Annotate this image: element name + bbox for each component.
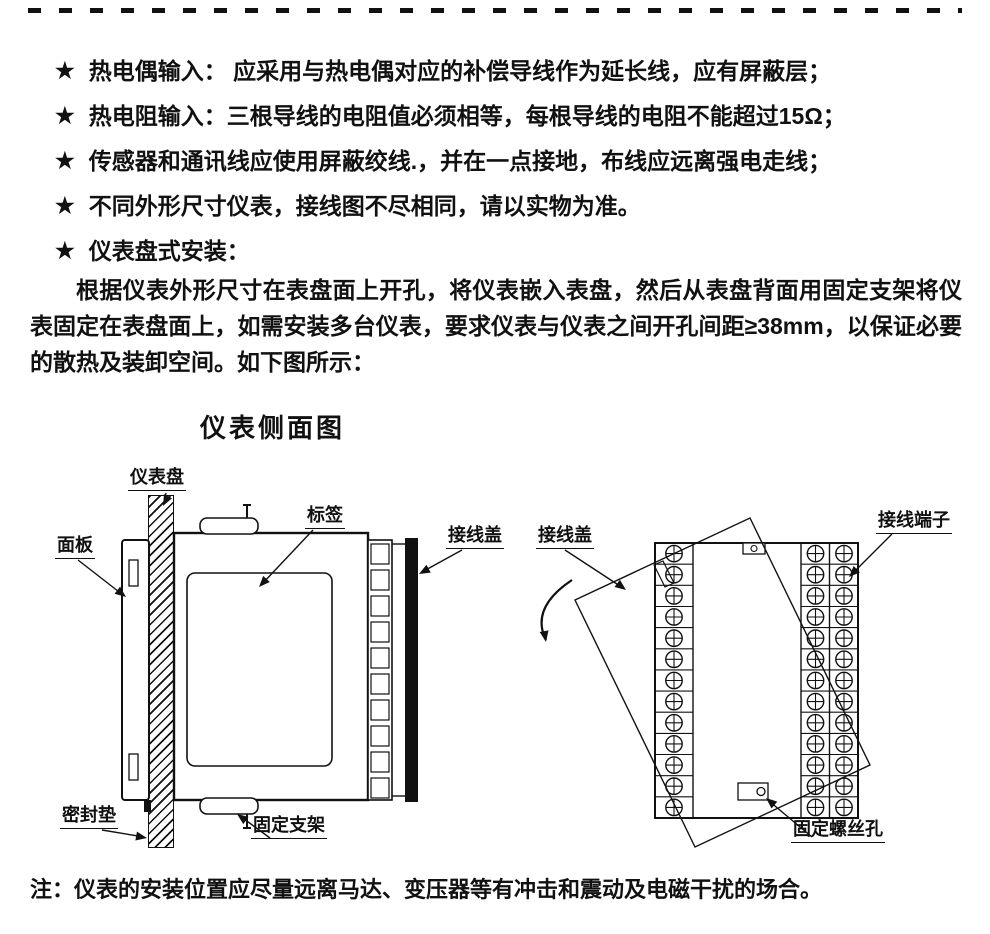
label-panel-board: 仪表盘	[128, 468, 186, 491]
note-item: ★ 热电阻输入：三根导线的电阻值必须相等，每根导线的电阻不能超过15Ω；	[55, 102, 965, 130]
back-view-diagram	[539, 517, 871, 848]
installation-diagram: 仪表盘 面板 标签 接线盖 密封垫 固定支架 接线盖 接线端子 固定螺丝孔	[30, 460, 970, 868]
note-text: 热电阻输入：三根导线的电阻值必须相等，每根导线的电阻不能超过15Ω；	[88, 103, 846, 129]
notes-list: ★ 热电偶输入： 应采用与热电偶对应的补偿导线作为延长线，应有屏蔽层； ★ 热电…	[55, 57, 965, 282]
tilted-wiring-cover	[574, 517, 871, 848]
instrument-body	[172, 531, 370, 802]
terminal-strip-side	[367, 539, 405, 801]
bottom-note: 注：仪表的安装位置应尽量远离马达、变压器等有冲击和震动及电磁干扰的场合。	[30, 877, 823, 902]
note-item: ★ 热电偶输入： 应采用与热电偶对应的补偿导线作为延长线，应有屏蔽层；	[55, 57, 965, 85]
note-text: 不同外形尺寸仪表，接线图不尽相同，请以实物为准。	[88, 193, 641, 219]
star-bullet-icon: ★	[55, 58, 75, 83]
leader-arrows	[77, 492, 893, 841]
star-bullet-icon: ★	[55, 148, 75, 173]
rotation-arrow-icon	[539, 579, 573, 642]
note-text: 热电偶输入： 应采用与热电偶对应的补偿导线作为延长线，应有屏蔽层；	[88, 58, 832, 84]
star-bullet-icon: ★	[55, 103, 75, 128]
label-screw-hole: 固定螺丝孔	[791, 820, 885, 843]
gasket-strip	[144, 800, 151, 812]
side-view-diagram	[121, 504, 418, 829]
note-item: ★ 不同外形尺寸仪表，接线图不尽相同，请以实物为准。	[55, 192, 965, 220]
wiring-cover-bar	[405, 538, 418, 802]
note-item: ★ 仪表盘式安装：	[55, 237, 965, 265]
terminal-block	[654, 542, 859, 819]
note-text: 仪表盘式安装：	[88, 238, 250, 264]
dashed-cut-line	[28, 8, 962, 13]
star-bullet-icon: ★	[55, 193, 75, 218]
front-panel-bezel	[121, 539, 150, 801]
label-bracket: 固定支架	[251, 816, 327, 839]
top-tab	[742, 542, 766, 555]
diagram-drawing	[77, 492, 893, 848]
label-terminal: 接线端子	[876, 511, 952, 534]
label-wiring-cover-right: 接线盖	[536, 526, 594, 549]
star-bullet-icon: ★	[55, 238, 75, 263]
label-gasket: 密封垫	[60, 806, 118, 829]
note-item: ★ 传感器和通讯线应使用屏蔽绞线.，并在一点接地，布线应远离强电走线；	[55, 147, 965, 175]
label-wiring-cover-left: 接线盖	[446, 526, 504, 549]
display-window	[186, 572, 333, 767]
note-text: 传感器和通讯线应使用屏蔽绞线.，并在一点接地，布线应远离强电走线；	[88, 148, 832, 174]
label-tag: 标签	[305, 506, 345, 529]
diagram-title: 仪表侧面图	[200, 414, 346, 444]
label-front-panel: 面板	[55, 536, 95, 559]
fixing-screw-hole	[756, 786, 766, 797]
install-paragraph: 根据仪表外形尺寸在表盘面上开孔，将仪表嵌入表盘，然后从表盘背面用固定支架将仪表固…	[30, 277, 962, 375]
top-fixing-bracket	[199, 504, 259, 535]
bottom-tab	[737, 782, 769, 801]
